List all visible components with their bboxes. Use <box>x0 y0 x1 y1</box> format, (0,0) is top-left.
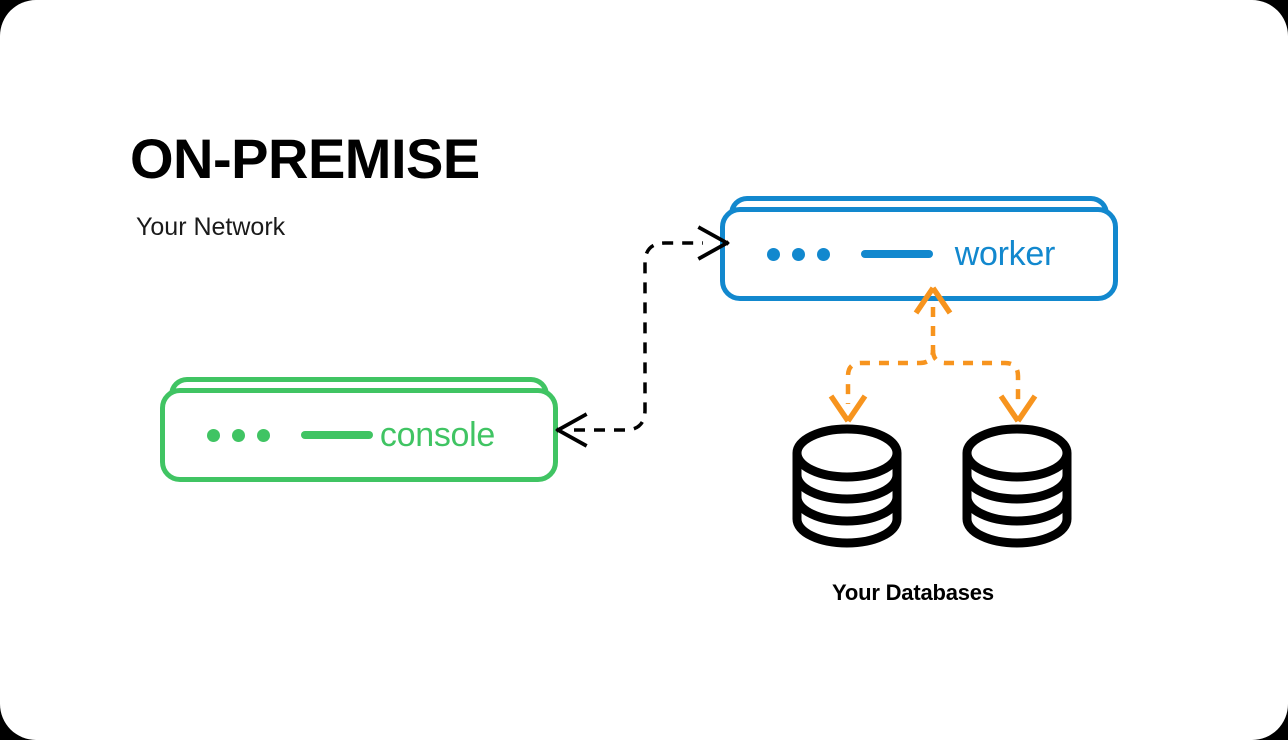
connector-worker-databases <box>828 286 1038 423</box>
worker-dots-icon <box>767 247 830 261</box>
database-cylinder-icon[interactable] <box>960 420 1074 552</box>
arrowhead-to-console-icon <box>555 412 588 448</box>
page-title: ON-PREMISE <box>130 127 480 190</box>
dot-icon <box>257 428 270 442</box>
dot-icon <box>767 247 780 261</box>
worker-label: worker <box>954 234 1056 273</box>
node-console[interactable]: console <box>160 377 558 482</box>
network-subtitle: Your Network <box>136 213 286 241</box>
console-dots-icon <box>207 428 270 442</box>
dot-icon <box>792 247 805 261</box>
console-body: console <box>160 388 558 482</box>
arrowhead-down-to-database-1-icon <box>828 394 868 423</box>
database-cylinder-icon[interactable] <box>790 420 904 552</box>
fork-branch-left-path <box>845 307 936 404</box>
arrowhead-down-to-database-2-icon <box>998 394 1038 423</box>
console-dash-icon <box>301 431 373 439</box>
node-worker[interactable]: worker <box>720 196 1118 301</box>
databases-caption: Your Databases <box>832 580 994 605</box>
worker-body: worker <box>720 207 1118 301</box>
worker-dash-icon <box>861 250 933 258</box>
dot-icon <box>817 247 830 261</box>
console-label: console <box>379 415 495 454</box>
dot-icon <box>232 428 245 442</box>
dot-icon <box>207 428 220 442</box>
connector-console-worker <box>555 225 730 448</box>
connector-console-worker-path <box>574 241 703 432</box>
fork-branch-right-path <box>930 349 1021 404</box>
